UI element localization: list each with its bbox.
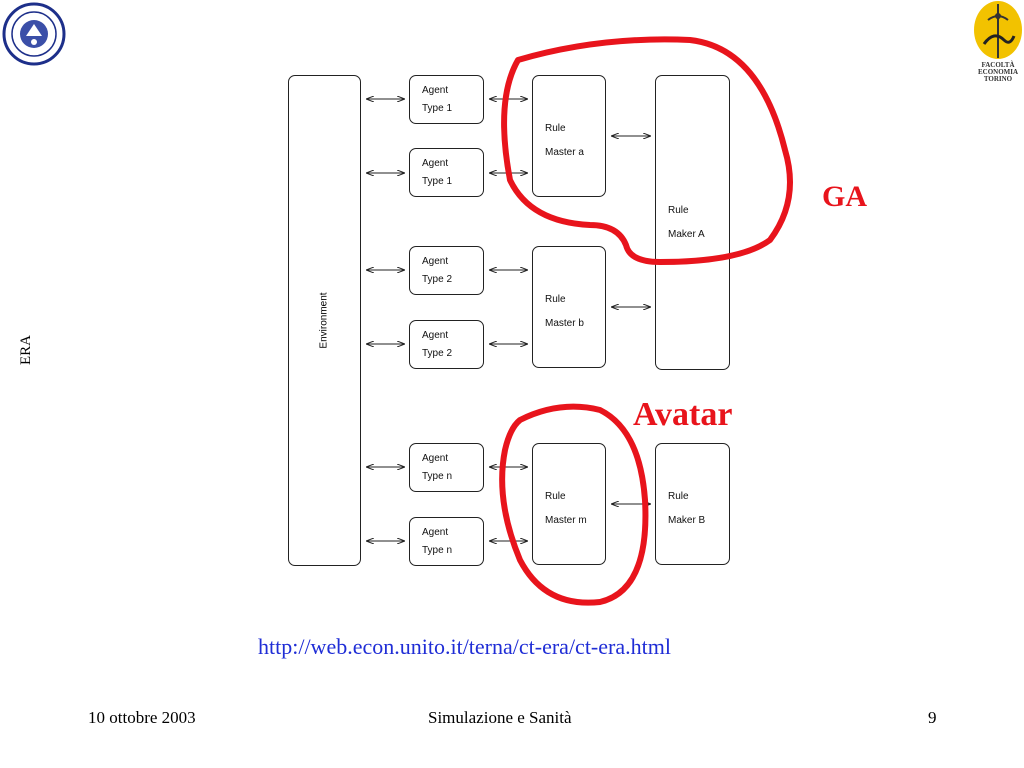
rule-master-label: Rule (545, 491, 566, 502)
agent-type: Type 2 (422, 274, 453, 285)
environment-box (288, 75, 361, 566)
rule-maker-label: Rule (668, 491, 689, 502)
agent-type: Type 1 (422, 176, 453, 187)
rule-maker-name: Maker B (668, 515, 706, 526)
rule-master-label: Rule (545, 123, 566, 134)
footer-title: Simulazione e Sanità (428, 708, 572, 727)
faculty-logo-text: FACOLTÀ ECONOMIA TORINO (977, 61, 1019, 83)
rule-master-label: Rule (545, 294, 566, 305)
agent-label: Agent (422, 85, 449, 96)
agent-type: Type n (422, 545, 453, 556)
agent-label: Agent (422, 453, 449, 464)
rule-master-name: Master b (545, 318, 584, 329)
ga-highlight-loop (501, 36, 793, 265)
agent-label: Agent (422, 256, 449, 267)
reference-link[interactable]: http://web.econ.unito.it/terna/ct-era/ct… (258, 634, 671, 659)
ga-annotation: GA (822, 180, 867, 213)
avatar-highlight-loop (499, 403, 649, 606)
faculty-economics-logo (974, 1, 1022, 59)
agent-label: Agent (422, 527, 449, 538)
agent-type: Type 2 (422, 348, 453, 359)
footer-date: 10 ottobre 2003 (88, 708, 196, 727)
rule-master-name: Master m (545, 515, 587, 526)
rule-maker-name: Maker A (668, 229, 705, 240)
agent-type: Type 1 (422, 103, 453, 114)
agent-label: Agent (422, 330, 449, 341)
agent-type: Type n (422, 471, 453, 482)
agent-label: Agent (422, 158, 449, 169)
rule-master-name: Master a (545, 147, 584, 158)
rule-maker-label: Rule (668, 205, 689, 216)
footer-page-number: 9 (928, 708, 937, 727)
university-seal-logo (2, 2, 66, 66)
avatar-annotation: Avatar (633, 396, 733, 433)
